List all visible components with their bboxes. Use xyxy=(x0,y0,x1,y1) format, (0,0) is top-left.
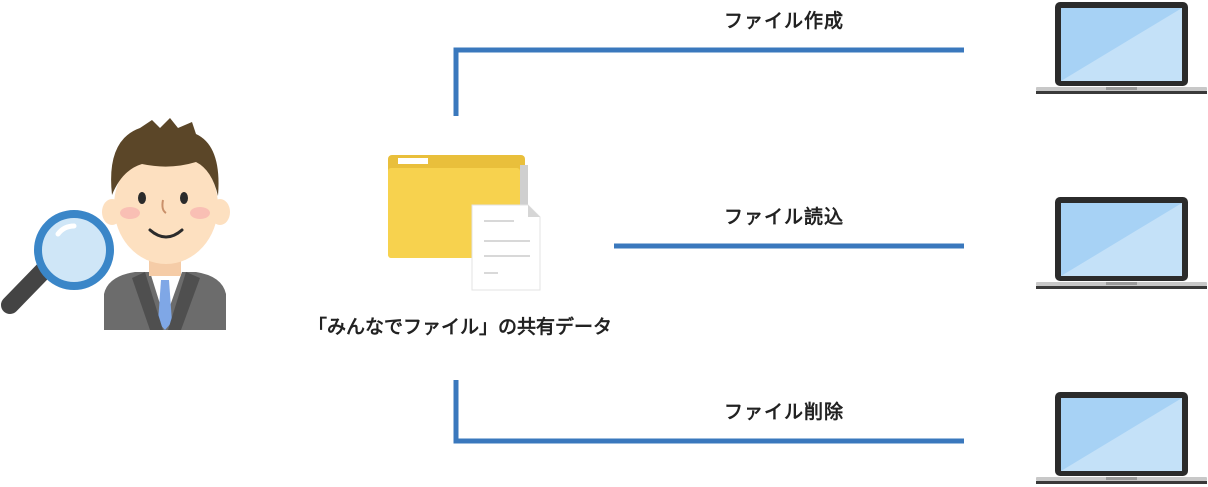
laptop-icon xyxy=(1036,2,1207,94)
laptop-icon xyxy=(1036,392,1207,484)
folder-caption: 「みんなでファイル」の共有データ xyxy=(308,316,613,338)
connector-line-delete xyxy=(453,380,964,444)
person-with-magnifier-icon xyxy=(1,118,230,330)
operation-label-create: ファイル作成 xyxy=(724,10,845,32)
laptop-icon xyxy=(1036,197,1207,289)
shared-folder-icon xyxy=(388,155,541,291)
operation-label-read: ファイル読込 xyxy=(724,206,845,228)
connector-line-create xyxy=(453,47,964,116)
operation-label-delete: ファイル削除 xyxy=(724,401,845,423)
